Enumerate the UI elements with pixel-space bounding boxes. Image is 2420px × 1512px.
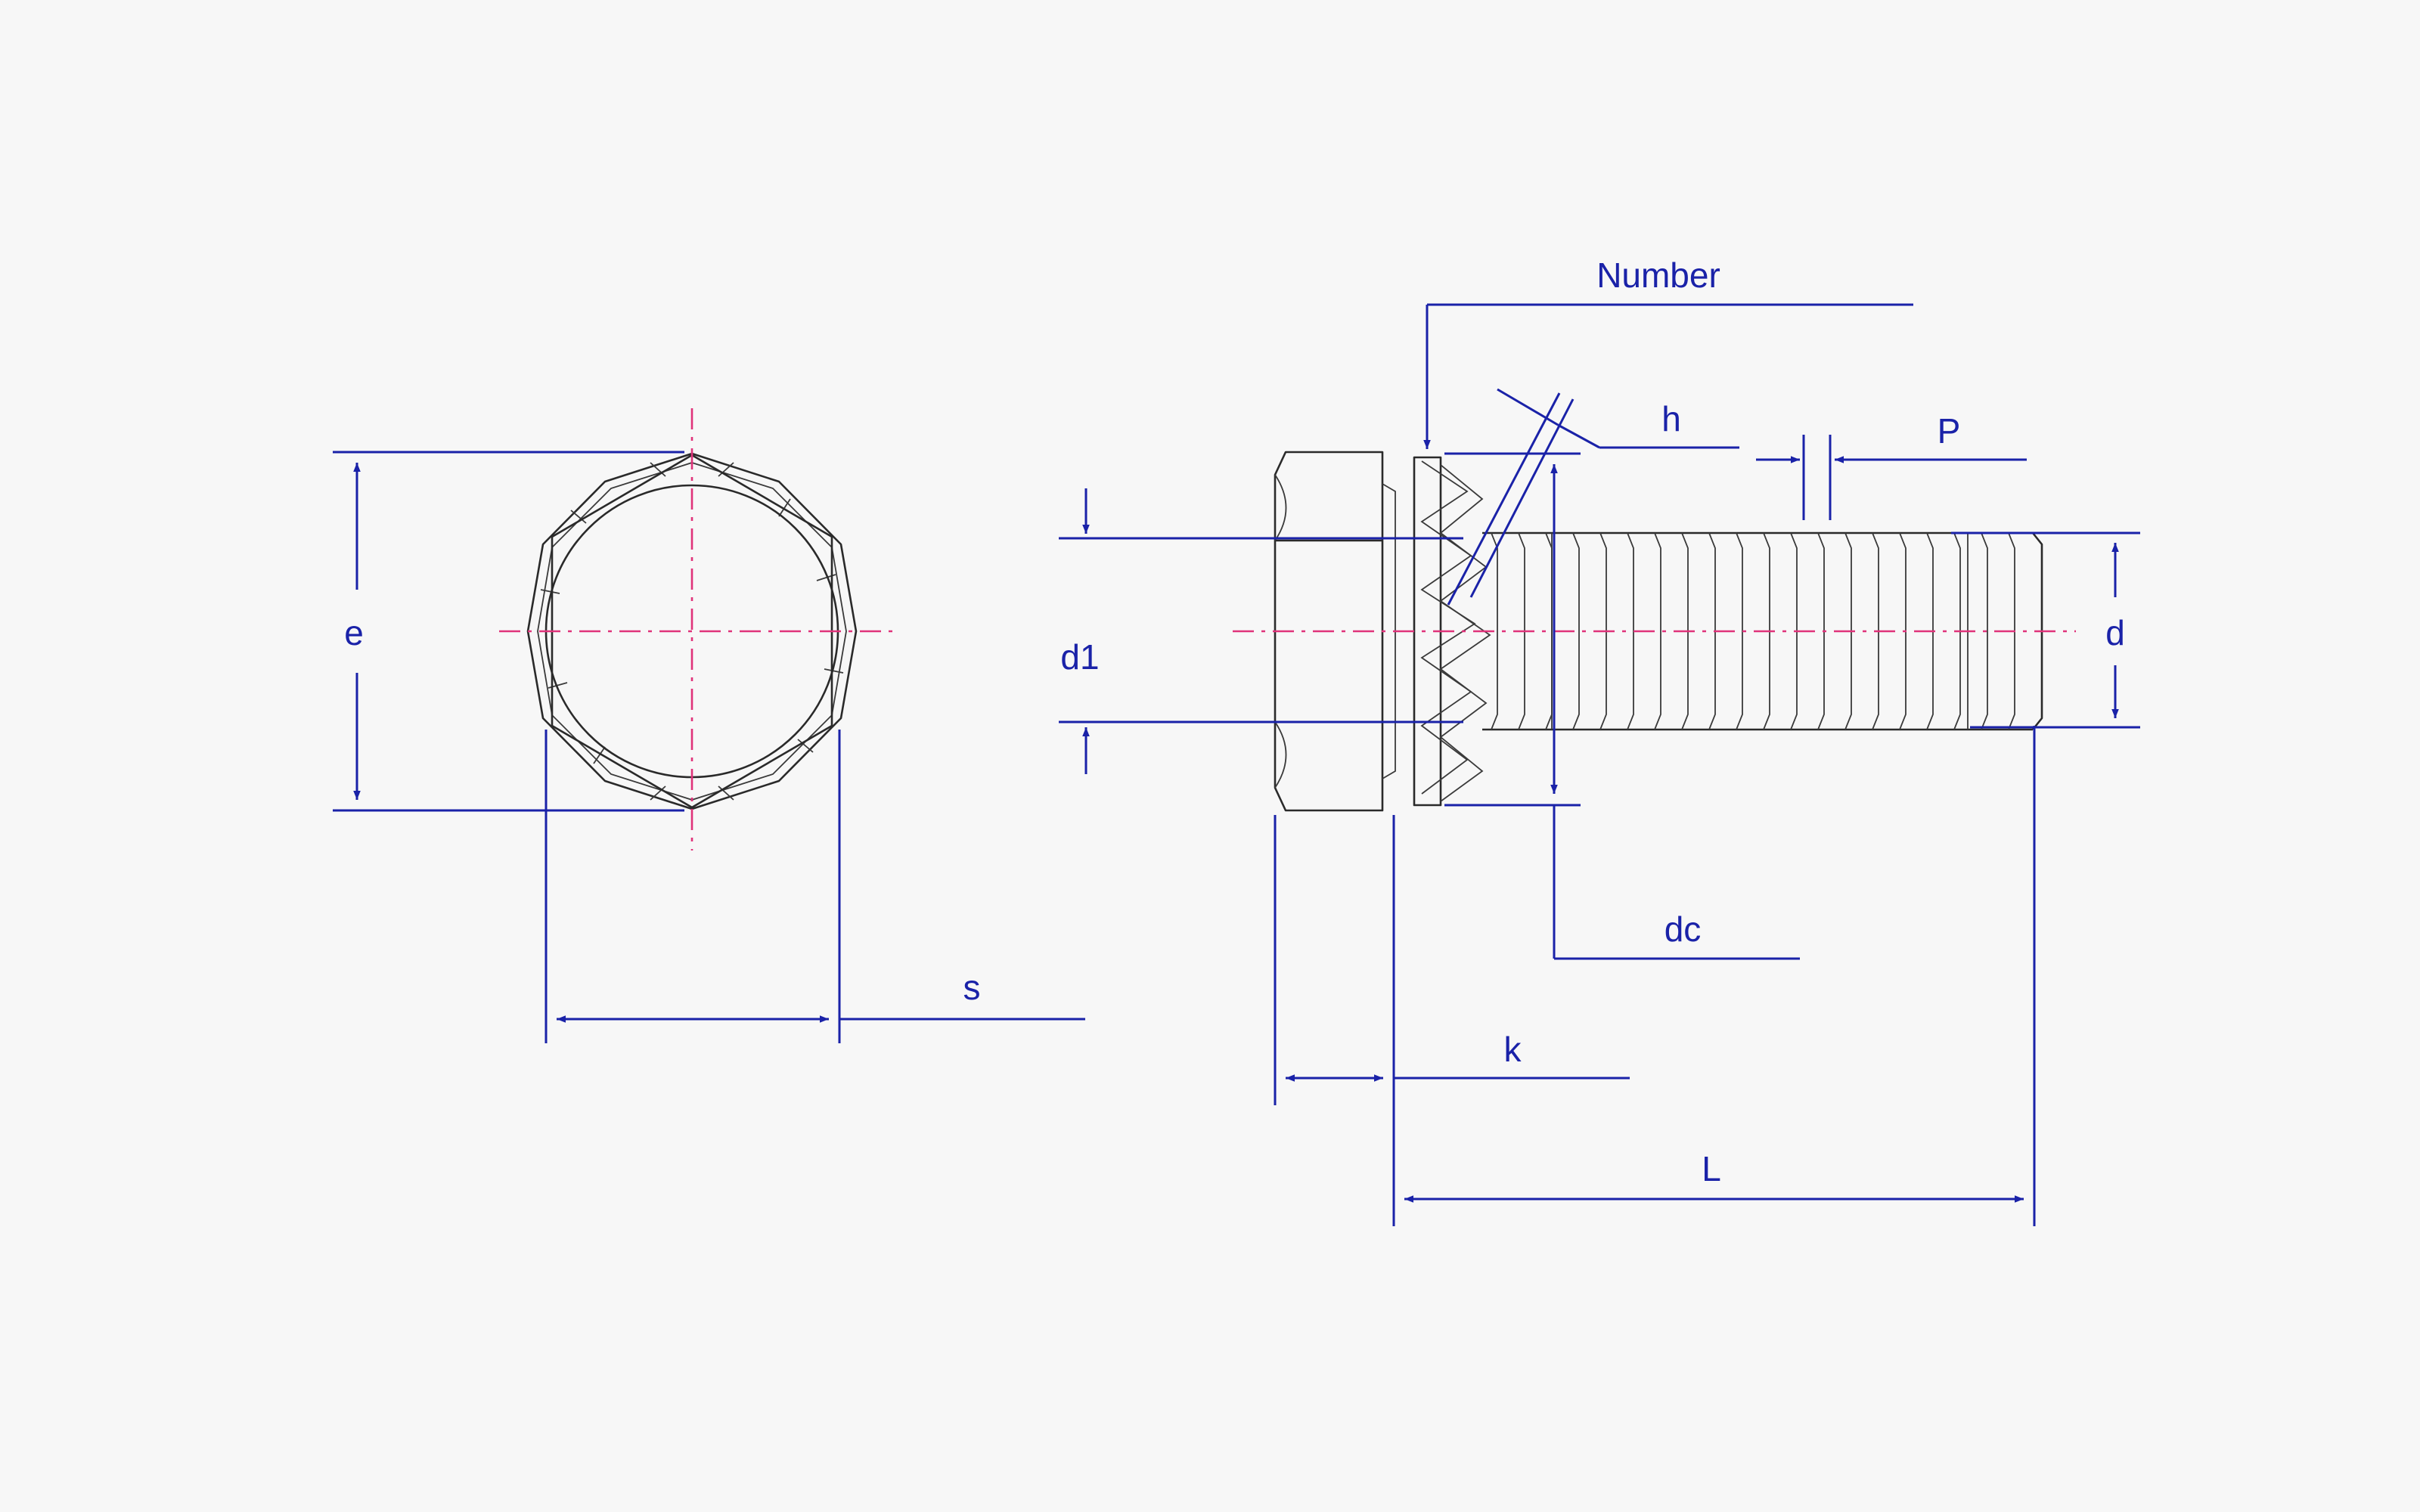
dimension-e: e <box>333 451 684 812</box>
dimension-s: s <box>544 730 1085 1043</box>
dimension-p: P <box>1756 411 2027 520</box>
label-h: h <box>1661 399 1681 438</box>
label-L: L <box>1702 1149 1721 1188</box>
dimension-dc: dc <box>1553 805 1800 960</box>
label-dc: dc <box>1665 909 1702 949</box>
label-p: P <box>1938 411 1961 451</box>
label-e: e <box>344 613 364 652</box>
dimension-d: d <box>1951 531 2140 729</box>
dimension-d1: d1 <box>1059 488 1463 774</box>
label-d: d <box>2105 613 2125 652</box>
label-number: Number <box>1596 256 1720 295</box>
label-k: k <box>1504 1030 1522 1069</box>
dimension-h: h <box>1444 388 1739 807</box>
dimension-L: L <box>1404 726 2036 1226</box>
side-view: d1 Number h P <box>1059 256 2140 1226</box>
label-d1: d1 <box>1060 637 1099 677</box>
dimension-k: k <box>1274 815 1630 1226</box>
front-view: e s <box>333 408 1085 1043</box>
label-s: s <box>963 968 981 1007</box>
front-view-centerlines <box>499 408 900 850</box>
dimension-number: Number <box>1423 256 1913 449</box>
